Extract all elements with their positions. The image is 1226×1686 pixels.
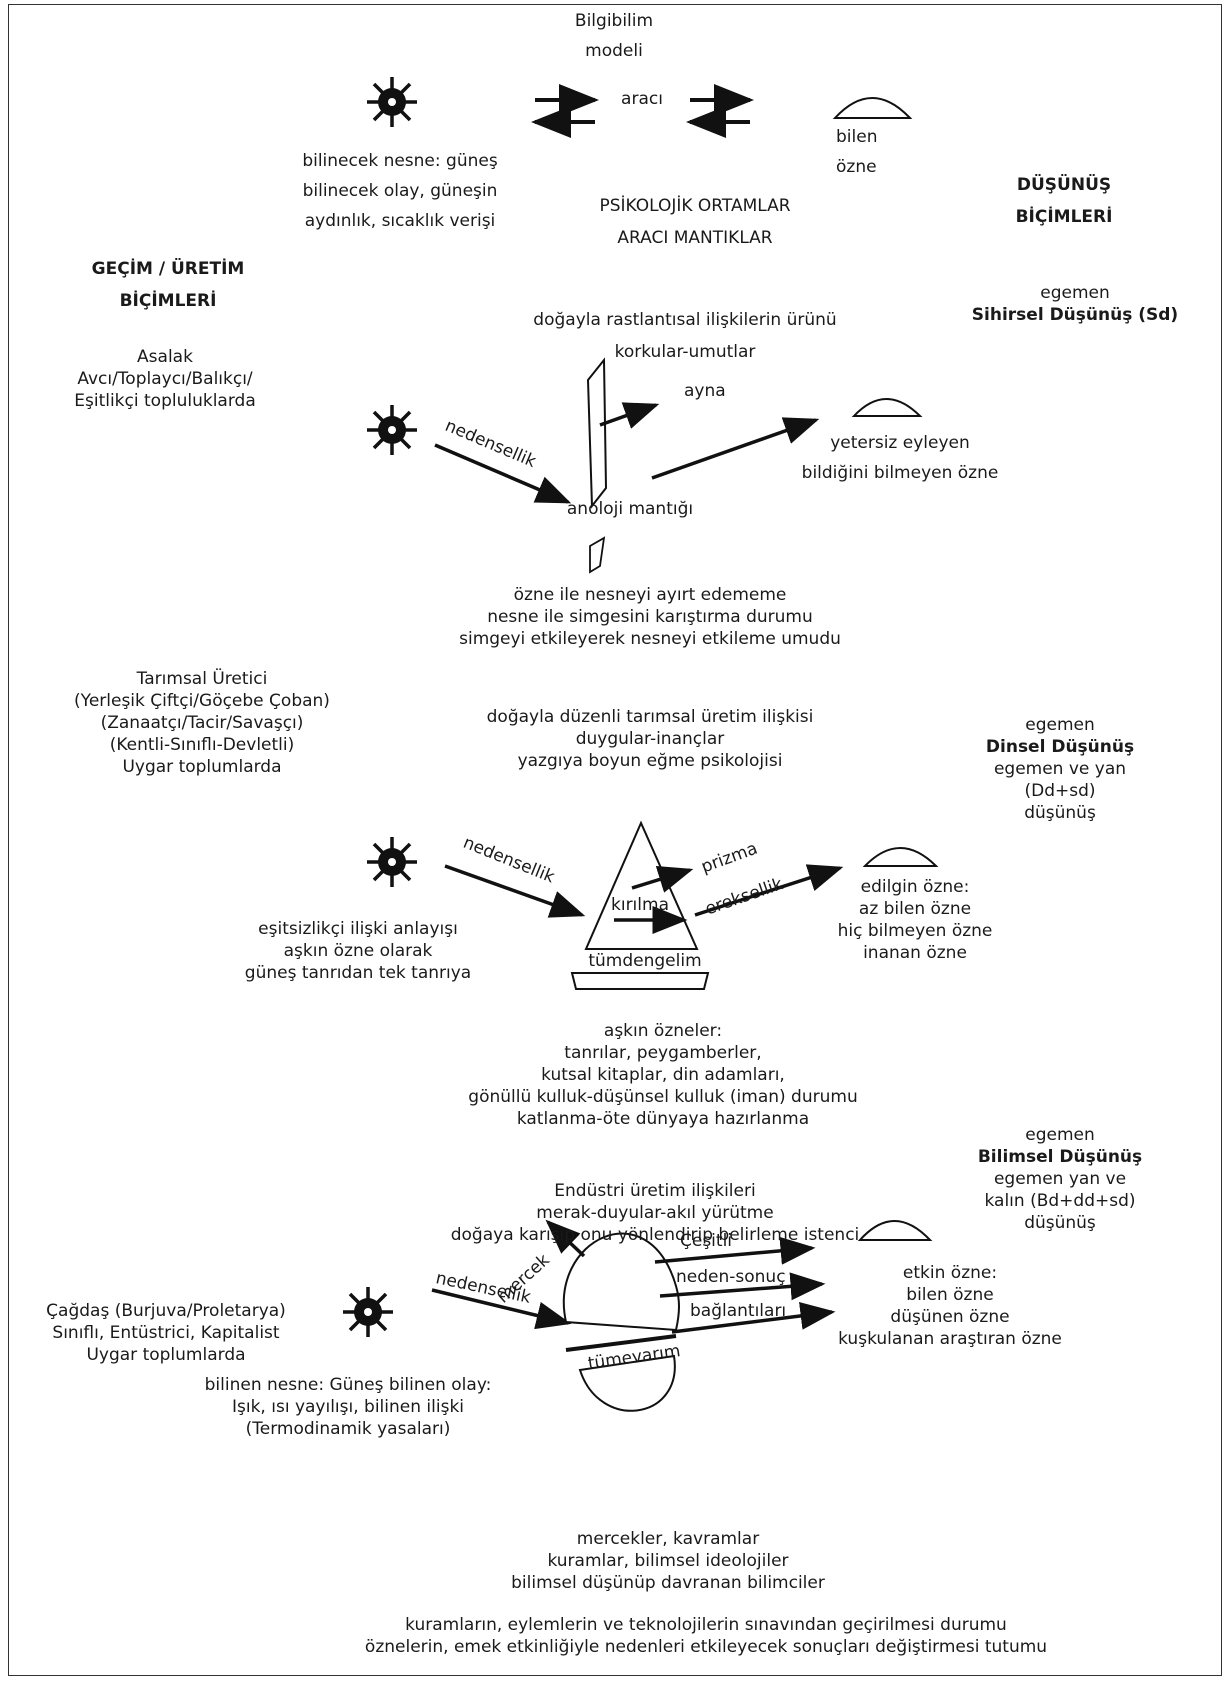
magic-thought-title: Sihirsel Düşünüş (Sd)	[971, 305, 1179, 325]
mediator-arrows	[531, 84, 754, 138]
subject-arrow	[694, 864, 844, 917]
lens-arrow	[545, 1219, 586, 1258]
model-title-2: modeli	[585, 41, 643, 61]
thought-forms-header-2: BİÇİMLERİ	[1015, 207, 1113, 227]
analogy-logic-label: anoloji mantığı	[566, 499, 694, 519]
knower-dome-icon	[832, 97, 913, 119]
sun-icon	[365, 835, 419, 889]
knower-dome-icon	[851, 398, 923, 417]
production-forms-header-2: BİÇİMLERİ	[119, 291, 217, 311]
object-description: bilinecek nesne: güneş bilinecek olay, g…	[302, 151, 498, 231]
knower-label-2: özne	[836, 157, 877, 177]
prism-arrow	[631, 865, 694, 893]
magic-consequences: özne ile nesneyi ayırt edememe nesne ile…	[459, 585, 841, 649]
religion-consequences: aşkın özneler: tanrılar, peygamberler, k…	[468, 1021, 858, 1129]
output-label-2: neden-sonuç	[676, 1267, 786, 1287]
sun-icon	[365, 403, 419, 457]
religion-thought: egemen Dinsel Düşünüş egemen ve yan (Dd+…	[985, 715, 1135, 823]
lens-icon	[563, 1232, 680, 1412]
mirror-label: ayna	[684, 381, 726, 401]
sun-icon	[365, 75, 419, 129]
religion-subject: edilgin özne: az bilen özne hiç bilmeyen…	[837, 877, 993, 963]
magic-society: Asalak Avcı/Toplaycı/Balıkçı/ Eşitlikçi …	[74, 347, 256, 411]
religion-object: eşitsizlikçi ilişki anlayışı aşkın özne …	[244, 919, 472, 983]
religion-society: Tarımsal Üretici (Yerleşik Çiftçi/Göçebe…	[74, 669, 330, 777]
subject-arrow	[651, 417, 820, 480]
science-thought: egemen Bilimsel Düşünüş egemen yan ve ka…	[977, 1125, 1143, 1233]
causality-arrow	[434, 443, 572, 504]
science-object: bilinen nesne: Güneş bilinen olay: Işık,…	[204, 1375, 492, 1439]
production-forms-header-1: GEÇİM / ÜRETİM	[91, 259, 245, 279]
science-society: Çağdaş (Burjuva/Proletarya) Sınıflı, Ent…	[46, 1301, 286, 1365]
religion-relations: doğayla düzenli tarımsal üretim ilişkisi…	[486, 707, 814, 771]
diagram-frame	[8, 4, 1222, 1676]
knower-label-1: bilen	[836, 127, 878, 147]
science-tools: mercekler, kavramlar kuramlar, bilimsel …	[511, 1529, 825, 1593]
sun-icon	[341, 1285, 395, 1339]
output-label-3: bağlantıları	[690, 1301, 787, 1321]
mirror-reflection-icon	[589, 536, 606, 574]
magic-subject: yetersiz eyleyen bildiğini bilmeyen özne	[801, 433, 999, 483]
science-relations: Endüstri üretim ilişkileri merak-duyular…	[450, 1181, 860, 1245]
thought-forms-header-1: DÜŞÜNÜŞ	[1016, 175, 1112, 195]
causality-arrow	[444, 864, 586, 918]
knower-dome-icon	[857, 1220, 933, 1241]
output-arrow	[654, 1236, 816, 1265]
mirror-icon	[586, 357, 608, 509]
output-label-1: Çeşitli	[680, 1231, 733, 1251]
knower-dome-icon	[862, 847, 939, 867]
refraction-label: kırılma	[611, 895, 669, 915]
output-arrow	[671, 1302, 836, 1334]
prism-base-icon	[570, 972, 710, 990]
model-title-1: Bilgibilim	[574, 11, 654, 31]
deduction-label: tümdengelim	[588, 951, 702, 971]
mediating-environments: PSİKOLOJİK ORTAMLAR ARACI MANTIKLAR	[599, 196, 791, 248]
science-subject: etkin özne: bilen özne düşünen özne kuşk…	[838, 1263, 1062, 1349]
magic-relations: doğayla rastlantısal ilişkilerin ürünü k…	[533, 310, 837, 362]
causality-arrow	[431, 1288, 572, 1330]
mirror-arrow	[599, 402, 660, 429]
science-consequences: kuramların, eylemlerin ve teknolojilerin…	[364, 1615, 1048, 1657]
magic-dominant-pre: egemen	[1040, 283, 1110, 303]
mediator-label: aracı	[621, 89, 663, 109]
output-arrow	[659, 1272, 826, 1301]
